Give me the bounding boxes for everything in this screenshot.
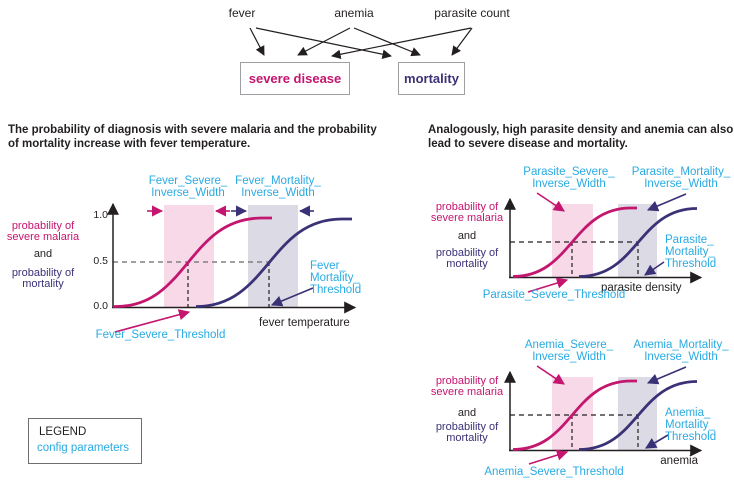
parasite-severe-inverse-width-label-line2: Inverse_Width <box>532 178 606 190</box>
anemia-mortality-inverse-width-label-line2: Inverse_Width <box>644 351 718 363</box>
causal-arrows <box>249 27 473 59</box>
fever-ylabel-severe-line2: severe malaria <box>6 231 80 243</box>
intro-left-line2: of mortality increase with fever tempera… <box>8 138 251 150</box>
box-mortality-label: mortality <box>404 71 459 86</box>
fever-mortality-inverse-width-label-line2: Inverse_Width <box>241 187 315 199</box>
legend-box: LEGEND config parameters <box>28 418 142 464</box>
fever-ytick-0: 0.0 <box>93 300 108 312</box>
fever-severe-inverse-width-label-line2: Inverse_Width <box>151 187 225 199</box>
parasite-mortality-threshold-arrow <box>644 261 665 276</box>
fever-ylabel-and: and <box>33 248 53 260</box>
node-anemia: anemia <box>334 6 374 20</box>
parasite-severe-inverse-width-label-line1: Parasite_Severe_ <box>523 166 615 178</box>
fever-ytick-05: 0.5 <box>93 255 108 267</box>
fever-chart <box>107 202 357 333</box>
parasite-chart <box>504 192 703 293</box>
anemia-severe-threshold-arrow <box>528 449 569 465</box>
parasite-ylabel-mortality-line2: mortality <box>446 258 488 270</box>
parasite-ylabel-mortality-line1: probability of <box>435 247 499 259</box>
anemia-mortality-width-arrow <box>646 366 687 385</box>
parasite-xlabel: parasite density <box>601 282 682 294</box>
fever-ylabel-mortality-line1: probability of <box>11 267 75 279</box>
anemia-chart <box>504 365 703 465</box>
fever-ylabel-severe-line1: probability of <box>11 220 75 232</box>
box-mortality: mortality <box>398 62 465 95</box>
parasite-ylabel-severe-line2: severe malaria <box>430 212 504 224</box>
anemia-severe-inverse-width-label-line2: Inverse_Width <box>532 351 606 363</box>
anemia-severe-curve <box>512 379 637 451</box>
fever-severe-curve <box>113 216 272 308</box>
fever-mortality-curve <box>195 217 352 308</box>
node-fever: fever <box>228 6 256 20</box>
anemia-mortality-threshold-label-line1: Anemia_ <box>665 407 711 419</box>
fever-mortality-threshold-label-line3: Threshold <box>310 284 362 296</box>
parasite-mortality-width-arrow <box>646 193 687 212</box>
anemia-severe-width-arrow <box>536 365 565 385</box>
arrow-anemia-mortality <box>353 27 421 57</box>
anemia-ylabel-and: and <box>457 407 477 419</box>
anemia-ylabel-severe-line1: probability of <box>435 375 499 387</box>
parasite-severe-width-arrow <box>536 192 565 212</box>
fever-severe-threshold-label: Fever_Severe_Threshold <box>95 329 226 341</box>
anemia-severe-inverse-width-label-line1: Anemia_Severe_ <box>524 339 614 351</box>
anemia-mortality-threshold-label-line3: Threshold <box>665 431 717 443</box>
parasite-ylabel-and: and <box>457 230 477 242</box>
box-severe-disease-label: severe disease <box>248 71 342 86</box>
anemia-mortality-threshold-label-line2: Mortality_ <box>665 419 715 431</box>
fever-mortality-threshold-label-line2: Mortality_ <box>310 272 360 284</box>
anemia-mortality-curve <box>578 380 698 451</box>
parasite-mortality-threshold-label-line3: Threshold <box>665 258 717 270</box>
arrow-parasite-mortality <box>451 27 473 56</box>
parasite-mortality-threshold-label-line2: Mortality_ <box>665 246 715 258</box>
parasite-severe-threshold-arrow <box>527 277 569 293</box>
intro-right-line2: lead to severe disease and mortality. <box>428 138 628 150</box>
fever-severe-threshold-arrow <box>114 309 191 333</box>
parasite-mortality-curve <box>578 207 698 278</box>
parasite-ylabel-severe-line1: probability of <box>435 201 499 213</box>
anemia-mortality-inverse-width-label-line1: Anemia_Mortality_ <box>633 339 729 351</box>
fever-severe-band <box>164 205 214 307</box>
arrow-anemia-severe <box>297 27 351 56</box>
fever-severe-inverse-width-label-line1: Fever_Severe_ <box>148 175 228 187</box>
anemia-ylabel-mortality-line2: mortality <box>446 432 488 444</box>
arrow-parasite-severe <box>331 27 472 59</box>
intro-right-line1: Analogously, high parasite density and a… <box>428 124 734 136</box>
anemia-ylabel-severe-line2: severe malaria <box>430 386 504 398</box>
anemia-xlabel: anemia <box>660 455 698 467</box>
intro-left-line1: The probability of diagnosis with severe… <box>8 124 377 136</box>
anemia-mortality-threshold-arrow <box>645 434 669 449</box>
fever-xlabel: fever temperature <box>259 317 350 329</box>
parasite-mortality-inverse-width-label-line2: Inverse_Width <box>644 178 718 190</box>
arrow-fever-severe <box>249 27 265 56</box>
fever-ytick-1: 1.0 <box>93 209 108 221</box>
fever-ylabel-mortality-line2: mortality <box>22 278 64 290</box>
parasite-severe-curve <box>512 206 637 278</box>
fever-mortality-threshold-arrow <box>270 287 314 307</box>
fever-mortality-inverse-width-label-line1: Fever_Mortality_ <box>235 175 321 187</box>
node-parasite-count: parasite count <box>434 6 510 20</box>
parasite-mortality-threshold-label-line1: Parasite_ <box>665 234 714 246</box>
legend-config-parameters: config parameters <box>37 442 130 454</box>
box-severe-disease: severe disease <box>240 62 350 95</box>
parasite-mortality-inverse-width-label-line1: Parasite_Mortality_ <box>631 166 731 178</box>
parasite-severe-threshold-label: Parasite_Severe_Threshold <box>482 289 626 301</box>
anemia-ylabel-mortality-line1: probability of <box>435 421 499 433</box>
fever-mortality-threshold-label-line1: Fever_ <box>310 260 346 272</box>
legend-title: LEGEND <box>39 426 87 438</box>
anemia-severe-threshold-label: Anemia_Severe_Threshold <box>484 466 624 478</box>
